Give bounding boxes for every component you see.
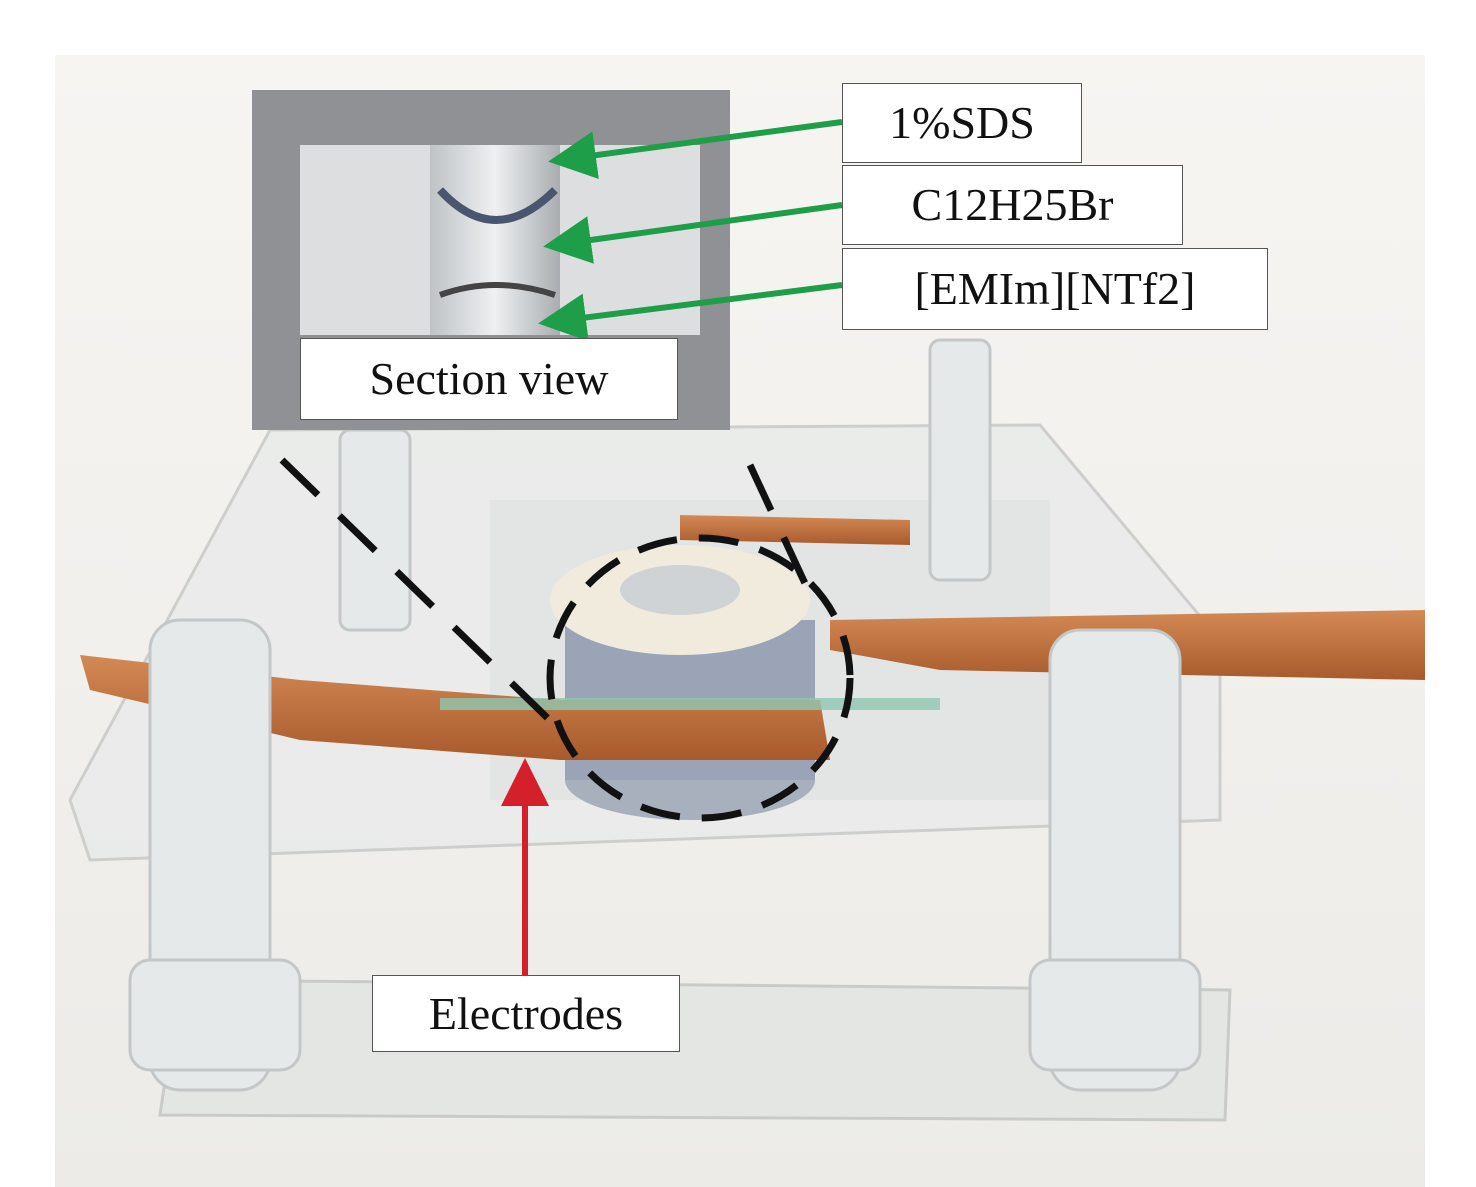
cell-opening (620, 565, 740, 615)
green-glass-strip (440, 698, 940, 710)
label-section-view: Section view (300, 338, 678, 420)
arrow-to-emim-layer (538, 282, 843, 342)
dashed-leader-right (746, 463, 819, 607)
bolts (128, 338, 1202, 1092)
label-electrodes: Electrodes (372, 975, 680, 1052)
label-c12h25br: C12H25Br (842, 165, 1183, 245)
label-1pct-sds: 1%SDS (842, 83, 1082, 163)
interface-upper (437, 187, 558, 224)
arrow-to-sds-layer (548, 119, 843, 179)
dashed-leader-left (279, 457, 568, 738)
section-channel (430, 145, 560, 335)
label-emim-ntf2: [EMIm][NTf2] (842, 248, 1268, 330)
arrow-to-c12h25br-layer (543, 202, 843, 264)
interface-lower (438, 282, 556, 298)
copper-electrode-top (680, 515, 910, 545)
dashed-highlight-circle (546, 534, 854, 822)
